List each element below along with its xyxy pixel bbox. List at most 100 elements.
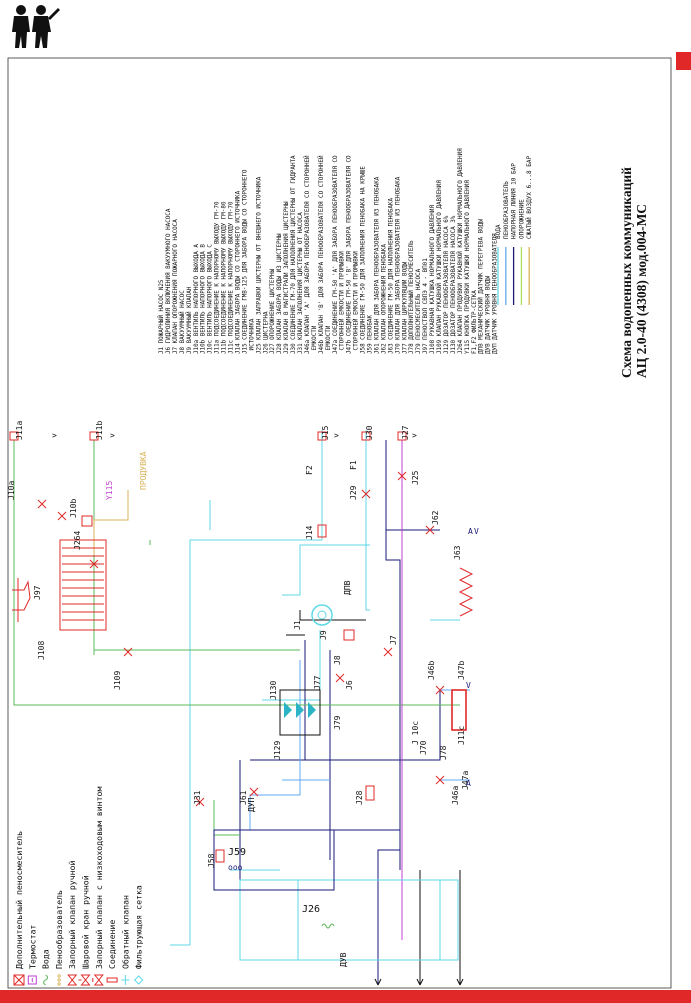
label-j108: J108 <box>37 641 46 660</box>
symbol-row: Соединение <box>106 920 118 983</box>
component-line: J10c ВЕНТИЛЬ НАПОРНОГО ВЫХОДА C <box>208 244 214 354</box>
symbol-row: Запорный клапан с низкоходовым винтом <box>92 787 104 986</box>
connection-j30 <box>361 431 371 441</box>
dozer-triangles <box>284 702 316 718</box>
component-line: J77 КЛАПАН ЦИРКУЛЯЦИИ ВОДЫ <box>402 261 408 354</box>
bottom-accent-bar <box>0 990 691 1003</box>
component-line: СТОРОННЕЙ ЕМКОСТИ И ПРОМЫВКИ <box>353 251 360 354</box>
pump-j1 <box>311 604 333 626</box>
coil-j7 <box>458 567 474 617</box>
component-line: J129 ДОЗАТОР ПЕНООБРАЗОВАТЕЛЯ НАСОСА 6% <box>444 215 450 354</box>
component-line: J47a СОЕДИНЕНИЕ ГМ-50 'А' ДЛЯ ЗАБОРА ПЕН… <box>333 155 339 354</box>
component-line: ИСТОЧНИКА <box>249 318 255 354</box>
label-j7: J7 <box>389 635 398 645</box>
foam-nozzle-j97 <box>12 578 31 622</box>
component-line: J61 КЛАПАН ДЛЯ ЗАБОРА ПЕНООБРАЗОВАТЕЛЯ И… <box>374 176 380 354</box>
symbol-label: Шаровой кран ручной <box>81 875 91 969</box>
symbol-label: Вода <box>41 949 51 969</box>
diagram-title: Схема водопенных коммуникаций АЦ 2.0-40 … <box>619 167 649 378</box>
title-line-1: Схема водопенных коммуникаций <box>619 167 634 378</box>
label-duv: ДУВ <box>339 952 348 967</box>
symbol-row: Шаровой кран ручной <box>78 875 91 986</box>
arrow-v-j47b: V <box>466 681 471 690</box>
valve-j264 <box>89 559 99 569</box>
connection-j58 <box>215 849 225 863</box>
component-line: J70 КЛАПАН ДЛЯ ЗАБОРА ПЕНООБРАЗОВАТЕЛЯ И… <box>395 176 401 354</box>
connection-icon <box>106 977 118 983</box>
filter-icon <box>133 975 144 985</box>
label-j1: J1 <box>293 620 302 630</box>
connection-j11a <box>9 431 19 441</box>
extra-mixer-j78 <box>451 689 467 731</box>
component-line: J10a ВЕНТИЛЬ НАПОРНОГО ВЫХОДА А <box>194 244 200 354</box>
connection-j11b <box>89 431 99 441</box>
dozer-box-j130 <box>279 689 321 736</box>
symbol-row: Термостат <box>27 925 37 985</box>
label-j25: J25 <box>411 470 420 485</box>
component-line: J31 КЛАПАН ЗАПОЛНЕНИЯ ЦИСТЕРНЫ ОТ НАСОСА <box>298 212 304 354</box>
label-j11b: J11b <box>95 421 104 440</box>
label-j46a: J46a <box>451 786 460 805</box>
arrow-a-j63: A <box>468 527 473 536</box>
check-valve-icon <box>121 975 130 985</box>
component-line: J30 СОЕДИНЕНИЕ ГМ-70 ДЛЯ НАПОЛНЕНИЯ ЦИСТ… <box>291 155 297 354</box>
component-line: J108 РУКАВНАЯ КАТУШКА НОРМАЛЬНОГО ДАВЛЕН… <box>430 205 436 354</box>
components-list: J1 ПОЖАРНЫЙ НАСОС N25J6 ГИДРОЛИНИЯ ВКЛЮЧ… <box>158 148 499 354</box>
foam-tank-j59 <box>213 829 335 891</box>
component-line: ДУВ ДАТЧИК УРОВНЯ ВОДЫ <box>486 276 492 354</box>
component-line: J28 КЛАПАН ЗАБОРА ВОДЫ ИЗ ЦИСТЕРНЫ <box>277 233 283 354</box>
label-j79: J79 <box>333 715 342 730</box>
label-j29: J29 <box>349 485 358 500</box>
components-text: J1 ПОЖАРНЫЙ НАСОС N25J6 ГИДРОЛИНИЯ ВКЛЮЧ… <box>158 148 499 354</box>
component-line: J97 ПЕНОСТВОЛ СВПЭ 4 - ВП01 <box>423 258 429 354</box>
foam-tank-label: J59 <box>228 847 246 858</box>
symbol-row: Фильтрующая сетка <box>133 885 144 985</box>
component-line: J78 ДОПОЛНИТЕЛЬНЫЙ ПЕНОСМЕСИТЕЛЬ <box>408 240 415 354</box>
foam-icon <box>57 974 61 986</box>
arrow-j11a: > <box>52 431 57 440</box>
component-line: J130 ДОЗАТОР ПЕНООБРАЗОВАТЕЛЯ НАСОСА 3% <box>451 215 457 354</box>
screw-valve-icon <box>92 974 104 986</box>
valve-j10b <box>57 511 67 521</box>
component-line: J10b ВЕНТИЛЬ НАПОРНОГО ВЫХОДА B <box>201 244 207 354</box>
label-j14: J14 <box>305 525 314 540</box>
label-dpv: ДПВ <box>343 580 352 595</box>
label-j8: J8 <box>333 655 342 665</box>
symbol-label: Запорный клапан ручной <box>67 860 77 969</box>
label-j77: J77 <box>313 675 322 690</box>
component-line: J26 ЦИСТЕРНА <box>263 311 269 354</box>
component-line: J109 КЛАПАН РУКАВНОЙ КАТУШКИ НОРМАЛЬНОГО… <box>436 180 443 354</box>
valve-j7 <box>383 647 393 657</box>
component-line: J14 КЛАПАН ЗАБОРА ВОДЫ СО СТОРОННЕГО ИСТ… <box>235 190 241 354</box>
symbol-row: Запорный клапан ручной <box>67 860 78 986</box>
component-line: J46a КЛАПАН 'А' ДЛЯ ЗАБОРА ПЕНООБРАЗОВАТ… <box>304 155 311 354</box>
component-line: J58 СОЕДИНЕНИЕ ГМ-50 ДЛЯ ЗАПОЛНЕНИЯ ПЕНО… <box>361 166 367 354</box>
label-j130: J130 <box>269 681 278 700</box>
valve-j109 <box>123 647 133 657</box>
symbol-row: Вода <box>41 949 51 986</box>
arrow-a-j47a: A <box>466 779 471 788</box>
label-j58: J58 <box>207 853 216 868</box>
component-line: Y115 КНОПКА ПРОДУВКИ КАТУШКИ НОРМАЛЬНОГО… <box>465 180 471 354</box>
mixer-icon <box>13 974 25 986</box>
component-line: J11b ПОДСОЕДИНЕНИЕ К НАПОРНОМУ ВЫХОДУ ГМ… <box>222 201 228 354</box>
label-j9: J9 <box>319 630 328 640</box>
valve-j61 <box>249 787 259 797</box>
label-j109: J109 <box>113 671 122 690</box>
foam-level-dots: ooo <box>228 863 243 872</box>
manual-valve-icon <box>67 974 78 986</box>
symbol-row: Обратный клапан <box>120 895 130 985</box>
black-lines <box>286 610 461 985</box>
component-line: J47b СОЕДИНЕНИЕ ГМ-50 'В' ДЛЯ ЗАБОРА ПЕН… <box>347 155 353 354</box>
arrow-j15: > <box>334 431 339 440</box>
symbol-label: Обратный клапан <box>120 895 130 969</box>
component-line: ДПВ МЕХАНИЧЕСКИЙ ДАТЧИК ПЕРЕГРЕВА ВОДЫ <box>478 219 485 354</box>
component-line: J7 КЛАПАН ОПОРОЖНЕНИЯ ПОЖАРНОГО НАСОСА <box>173 219 179 354</box>
component-line: J9 ВАКУУМНЫЙ КЛАПАН <box>186 286 193 354</box>
valve-j14 <box>317 524 327 538</box>
symbol-label: Соединение <box>107 920 117 969</box>
label-j78: J78 <box>439 745 448 760</box>
label-f2: F2 <box>305 465 314 475</box>
